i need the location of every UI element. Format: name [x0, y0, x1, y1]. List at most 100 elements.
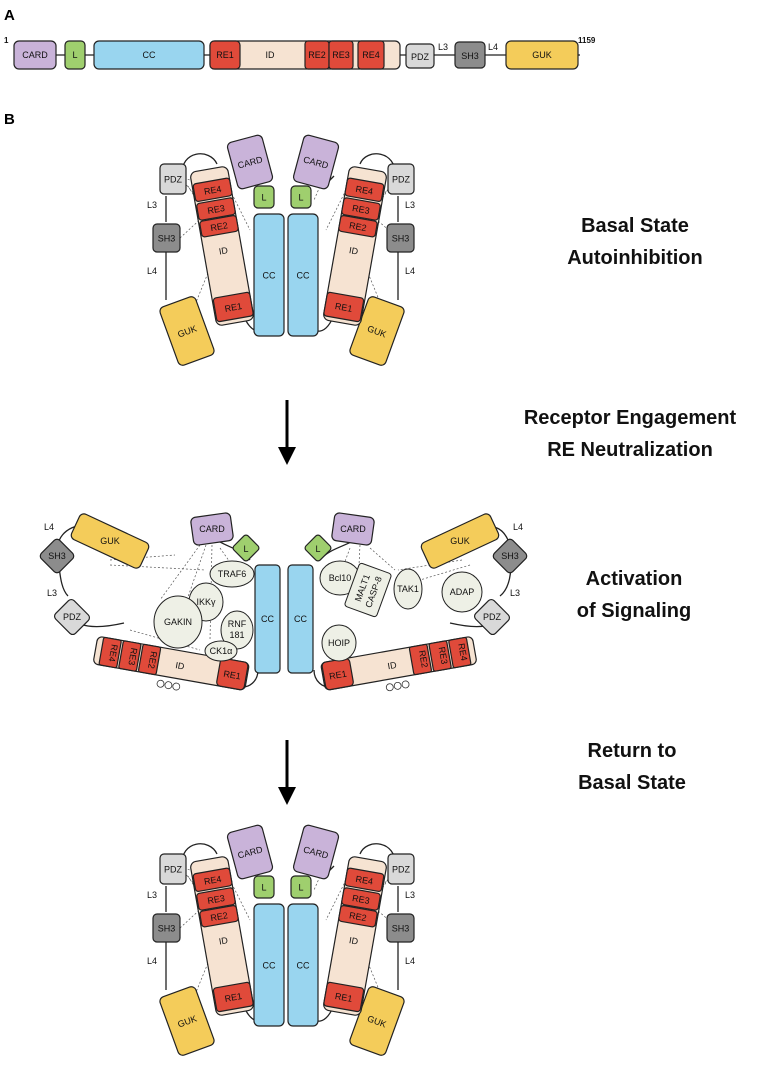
gakin-label: GAKIN [164, 617, 192, 627]
autoinhibited-dimer-basal: PDZSH3GUKCARDLCCPDZSH3GUKCARDLCCRE4RE3RE… [147, 134, 415, 366]
sh3-label: SH3 [461, 51, 479, 61]
panel-a-label: A [4, 7, 15, 24]
act-pdz-right-label: PDZ [483, 612, 502, 622]
act-sh3-left [39, 538, 75, 574]
basal-re3-right-label: RE3 [351, 203, 370, 216]
return-l-left-label: L [261, 883, 266, 893]
traf6-label: TRAF6 [218, 569, 247, 579]
return-l4-right-label: L4 [405, 956, 415, 966]
stage-receptor-line2: RE Neutralization [547, 439, 713, 461]
act-l-left-label: L [243, 544, 248, 554]
stage-activation-line1: Activation [586, 568, 683, 590]
ck1a-partner [204, 640, 238, 662]
act-l-left [232, 534, 260, 562]
act-left-id-label: ID [175, 660, 186, 671]
return-re2-left-label: RE2 [210, 910, 229, 923]
return-id-left-label: ID [218, 935, 229, 946]
return-card-right: CARD [292, 824, 340, 880]
basal-re3-left-label: RE3 [207, 203, 226, 216]
act-right-re4-label: RE4 [456, 643, 469, 662]
re2-label: RE2 [308, 50, 326, 60]
return-pdz-left: PDZ [159, 853, 187, 885]
pdz-domain [405, 43, 435, 69]
act-sh3-right [492, 538, 528, 574]
tak1-label: TAK1 [397, 584, 419, 594]
act-l4-left-label: L4 [44, 522, 54, 532]
return-pdz-right-label: PDZ [392, 865, 411, 875]
act-left-phospho-sites [156, 679, 181, 691]
return-sh3-right: SH3 [386, 913, 415, 943]
basal-cc-left: CC [253, 213, 285, 337]
hoip-partner [321, 624, 357, 662]
start-residue: 1 [4, 36, 9, 45]
act-right-phospho-sites [385, 680, 410, 692]
act-pdz-right [473, 598, 511, 636]
gakin-partner [153, 595, 203, 649]
re1-label: RE1 [216, 50, 234, 60]
basal-pdz-right: PDZ [387, 163, 415, 195]
return-re2-right-label: RE2 [348, 910, 367, 923]
return-re3-right-label: RE3 [351, 893, 370, 906]
return-re4-right-label: RE4 [355, 874, 374, 887]
act-l3-left-label: L3 [47, 588, 57, 598]
act-card-left [190, 512, 234, 546]
stage-return-line1: Return to [588, 740, 677, 762]
basal-l4-right-label: L4 [405, 266, 415, 276]
stage-basal-line1: Basal State [581, 215, 689, 237]
tak1-partner [393, 568, 423, 610]
return-l-right: L [290, 875, 312, 899]
return-guk-right: GUK [349, 986, 405, 1056]
guk-domain [505, 40, 579, 70]
return-pdz-left-label: PDZ [164, 865, 183, 875]
act-l3-right-label: L3 [510, 588, 520, 598]
pdz-label: PDZ [411, 52, 430, 62]
basal-re1-right-label: RE1 [334, 301, 353, 314]
l3-label: L3 [438, 42, 448, 52]
traf6-partner [209, 560, 255, 588]
bcl10-label: Bcl10 [329, 573, 352, 583]
stage-return-line2: Basal State [578, 772, 686, 794]
act-left-re3-label: RE3 [126, 647, 139, 666]
basal-re1-left-label: RE1 [224, 301, 243, 314]
guk-label: GUK [532, 50, 552, 60]
stage-receptor-line1: Receptor Engagement [524, 407, 737, 429]
act-cc-left [254, 564, 281, 674]
return-sh3-right-label: SH3 [392, 924, 410, 934]
basal-l3-right-label: L3 [405, 200, 415, 210]
re4-domain [357, 40, 385, 70]
act-guk-left-label: GUK [100, 536, 120, 546]
act-l-right-label: L [315, 544, 320, 554]
return-l4-left-label: L4 [147, 956, 157, 966]
act-cc-right [287, 564, 314, 674]
return-l-left: L [253, 875, 275, 899]
re1-domain [209, 40, 241, 70]
return-id-right-label: ID [348, 935, 359, 946]
ikkg-label: IKKγ [196, 597, 216, 607]
card-label: CARD [22, 50, 48, 60]
basal-cc-left-label: CC [263, 271, 276, 281]
basal-card-left: CARD [226, 134, 274, 190]
return-sh3-left-label: SH3 [158, 924, 176, 934]
linear-domain-map: 1 1159 CARD L CC RE1 ID RE2 RE3 RE4 PDZ … [4, 36, 596, 70]
act-pdz-left-label: PDZ [63, 612, 82, 622]
return-cc-right-label: CC [297, 961, 310, 971]
card-domain [13, 40, 57, 70]
l4-label: L4 [488, 42, 498, 52]
return-cc-right: CC [287, 903, 319, 1027]
basal-l4-left-label: L4 [147, 266, 157, 276]
stage-activation-line2: of Signaling [577, 600, 691, 622]
return-re1-right-label: RE1 [334, 991, 353, 1004]
basal-re4-left-label: RE4 [203, 184, 222, 197]
return-re1-left-label: RE1 [224, 991, 243, 1004]
act-l-right [304, 534, 332, 562]
linker-domain [64, 40, 86, 70]
act-guk-left [70, 513, 150, 569]
active-signaling-complex: RE4 RE3 RE2 ID RE1 RE1 ID RE2 RE3 [39, 512, 528, 692]
return-guk-left: GUK [159, 986, 215, 1056]
end-residue: 1159 [578, 36, 596, 45]
act-guk-right [420, 513, 500, 569]
